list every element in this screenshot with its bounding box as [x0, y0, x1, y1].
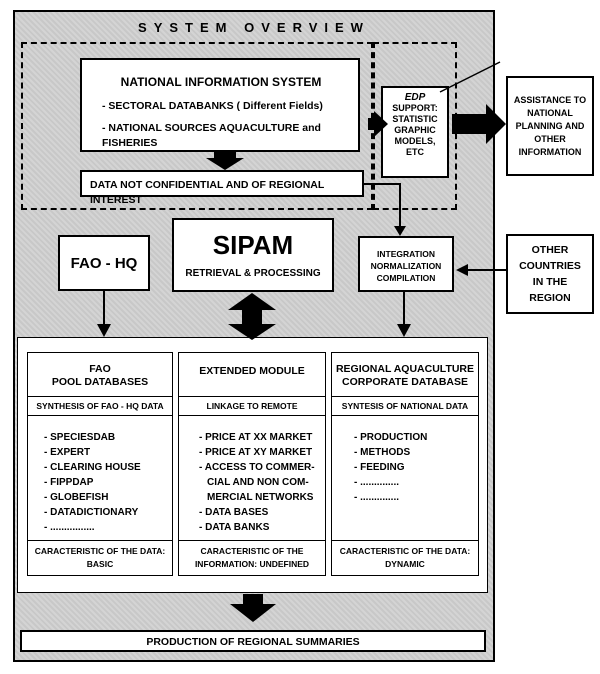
extended-item: - ACCESS TO COMMER- [199, 462, 315, 473]
other-countries-line-4: REGION [529, 292, 571, 304]
integration-line-2: NORMALIZATION [370, 261, 442, 271]
nis-heading: NATIONAL INFORMATION SYSTEM [120, 75, 322, 89]
assistance-box: ASSISTANCE TO NATIONAL PLANNING AND OTHE… [506, 76, 594, 176]
fao-pool-char-1: CARACTERISTIC OF THE DATA: [34, 546, 166, 556]
extended-item: CIAL AND NON COM- [207, 477, 309, 488]
other-countries-box: OTHER COUNTRIES IN THE REGION [506, 234, 594, 314]
extended-linkage: LINKAGE TO REMOTE [179, 397, 325, 416]
extended-char-1: CARACTERISTIC OF THE [200, 546, 304, 556]
integration-line-1: INTEGRATION [377, 249, 435, 259]
sipam-name: SIPAM [212, 230, 294, 260]
regional-item: - PRODUCTION [354, 432, 428, 443]
nis-line-sources: - NATIONAL SOURCES AQUACULTURE and FISHE… [102, 121, 321, 149]
extended-item: MERCIAL NETWORKS [207, 492, 314, 503]
arrow-fao-into-pool [97, 324, 111, 337]
extended-item: - DATA BANKS [199, 522, 270, 533]
arrow-integration-into-regional [397, 324, 411, 337]
arrow-sipam-bidirectional [228, 293, 276, 340]
fao-pool-item: - FIPPDAP [44, 477, 94, 488]
regional-item: - .............. [354, 492, 400, 503]
regional-item: - FEEDING [354, 462, 405, 473]
production-summaries-box: PRODUCTION OF REGIONAL SUMMARIES [20, 630, 486, 652]
edp-line-1: EDP [404, 92, 426, 103]
edp-line-6: ETC [406, 147, 424, 157]
fao-hq-label: FAO - HQ [70, 255, 138, 272]
sipam-subtitle: RETRIEVAL & PROCESSING [185, 268, 321, 279]
arrow-into-integration-right [456, 264, 468, 276]
edp-line-4: GRAPHIC [394, 125, 436, 135]
regional-char-1: CARACTERISTIC OF THE DATA: [339, 546, 471, 556]
data-not-confidential-box: DATA NOT CONFIDENTIAL AND OF REGIONAL IN… [80, 170, 364, 206]
nis-line-sectoral: - SECTORAL DATABANKS ( Different Fields) [102, 100, 323, 113]
extended-char-2: INFORMATION: UNDEFINED [194, 559, 310, 569]
fao-pool-synthesis: SYNTHESIS OF FAO - HQ DATA [28, 397, 172, 416]
fao-hq-box: FAO - HQ [58, 235, 150, 291]
regional-synthesis: SYNTESIS OF NATIONAL DATA [332, 397, 478, 416]
assistance-line-5: INFORMATION [518, 147, 582, 157]
arrow-nis-to-data [206, 150, 244, 170]
integration-box: INTEGRATION NORMALIZATION COMPILATION [358, 236, 454, 292]
assistance-line-2: NATIONAL [527, 108, 573, 118]
regional-aquaculture-module: REGIONAL AQUACULTURE CORPORATE DATABASE … [331, 352, 479, 576]
regional-item: - .............. [354, 477, 400, 488]
connector-data-to-integration [364, 183, 401, 228]
assistance-line-4: OTHER [534, 134, 566, 144]
arrow-into-integration [394, 226, 406, 236]
edp-line-3: STATISTIC [392, 114, 438, 124]
regional-title-2: CORPORATE DATABASE [342, 376, 468, 388]
extended-module: EXTENDED MODULE LINKAGE TO REMOTE - PRIC… [178, 352, 326, 576]
fao-pool-title-2: POOL DATABASES [51, 376, 149, 388]
extended-item: - PRICE AT XX MARKET [199, 432, 313, 443]
fao-pool-title-1: FAO [89, 363, 111, 375]
fao-pool-item: - EXPERT [44, 447, 91, 458]
fao-pool-item: - DATADICTIONARY [44, 507, 139, 518]
other-countries-line-3: IN THE [532, 276, 568, 288]
arrow-to-production [230, 594, 276, 622]
connector-edp-diagonal [439, 61, 501, 93]
assistance-line-3: PLANNING AND [515, 121, 585, 131]
extended-item: - PRICE AT XY MARKET [199, 447, 313, 458]
fao-pool-item: - GLOBEFISH [44, 492, 109, 503]
extended-item: - DATA BASES [199, 507, 269, 518]
edp-line-2: SUPPORT: [392, 103, 438, 113]
sipam-box: SIPAM RETRIEVAL & PROCESSING [172, 218, 334, 292]
fao-pool-module: FAO POOL DATABASES SYNTHESIS OF FAO - HQ… [27, 352, 173, 576]
diagram-title: SYSTEM OVERVIEW [138, 20, 370, 35]
arrow-nis-to-edp [368, 111, 388, 137]
data-not-confidential-label: DATA NOT CONFIDENTIAL AND OF REGIONAL IN… [90, 179, 325, 207]
arrow-edp-to-assistance [452, 104, 506, 144]
fao-pool-item: - CLEARING HOUSE [44, 462, 141, 473]
production-summaries-label: PRODUCTION OF REGIONAL SUMMARIES [146, 636, 360, 648]
extended-title: EXTENDED MODULE [199, 365, 305, 377]
edp-line-5: MODELS, [394, 136, 436, 146]
other-countries-line-2: COUNTRIES [519, 260, 581, 272]
assistance-line-1: ASSISTANCE TO [513, 95, 587, 105]
fao-pool-item: - ................ [44, 522, 95, 533]
regional-char-2: DYNAMIC [385, 559, 425, 569]
fao-pool-item: - SPECIESDAB [44, 432, 116, 443]
edp-support-box: EDP SUPPORT: STATISTIC GRAPHIC MODELS, E… [381, 86, 449, 178]
regional-item: - METHODS [354, 447, 411, 458]
integration-line-3: COMPILATION [376, 273, 436, 283]
fao-pool-char-2: BASIC [86, 559, 114, 569]
regional-title-1: REGIONAL AQUACULTURE [335, 363, 475, 375]
other-countries-line-1: OTHER [531, 244, 569, 256]
